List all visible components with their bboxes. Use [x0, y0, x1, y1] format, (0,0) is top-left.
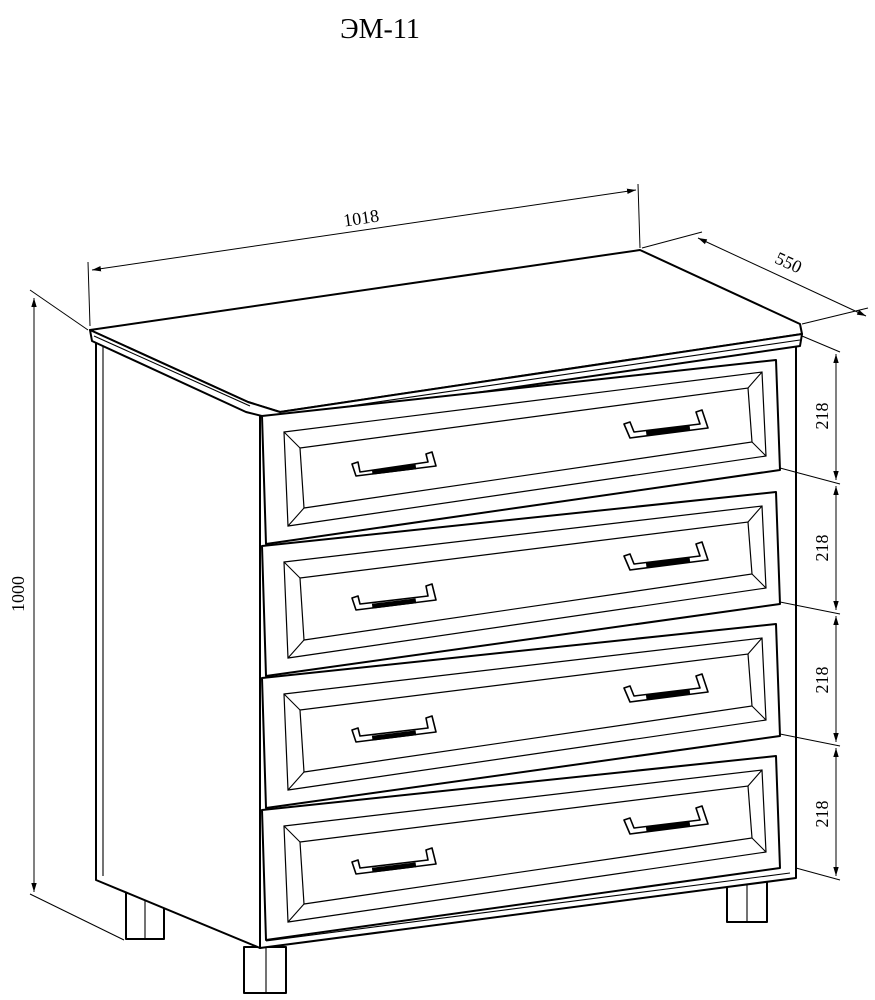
handle-icon: [351, 451, 437, 477]
drawer-height-label-3: 218: [812, 667, 832, 694]
top-board: [89, 249, 803, 422]
depth-label: 550: [772, 248, 805, 278]
width-dimension: 1018: [87, 183, 641, 327]
width-label: 1018: [342, 206, 381, 231]
drawer-height-label-1: 218: [812, 403, 832, 430]
drawer-height-dimensions: 218 218 218 218: [779, 335, 841, 881]
handle-icon: [623, 541, 709, 571]
drawer-2: [261, 491, 781, 677]
drawer-4: [261, 755, 781, 941]
model-title: ЭМ-11: [340, 14, 420, 45]
drawer-height-label-4: 218: [812, 801, 832, 828]
handle-icon: [351, 847, 437, 875]
handle-icon: [351, 583, 437, 611]
height-label: 1000: [8, 576, 28, 612]
handle-icon: [623, 673, 709, 703]
drawer-height-label-2: 218: [812, 535, 832, 562]
height-dimension: 1000: [8, 289, 125, 941]
drawer-1: [261, 359, 781, 545]
handle-icon: [623, 409, 709, 439]
handles: [351, 409, 709, 875]
drawer-3: [261, 623, 781, 809]
side-panel: [95, 339, 261, 949]
handle-icon: [623, 805, 709, 835]
handle-icon: [351, 715, 437, 743]
